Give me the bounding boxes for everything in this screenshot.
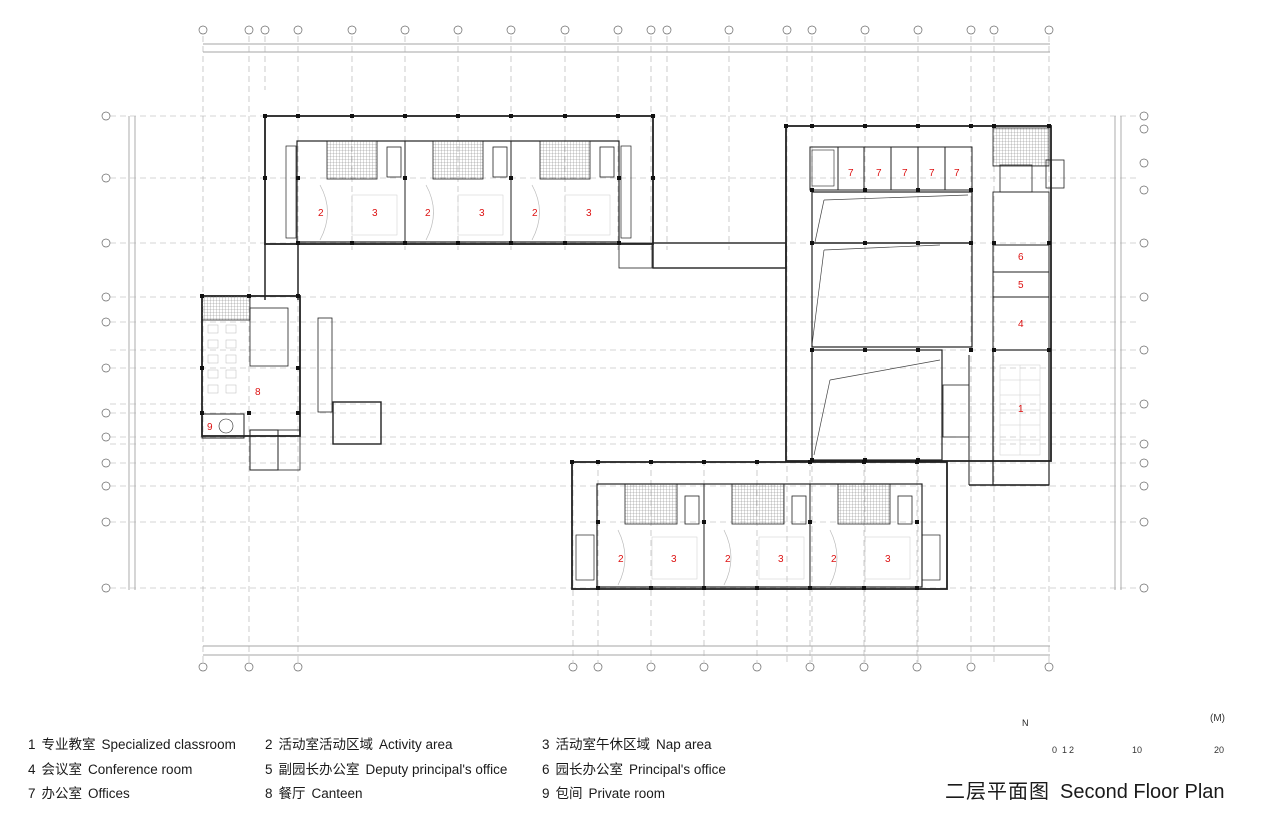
room-label-9: 9 [207, 422, 213, 433]
room-label-3: 3 [778, 554, 784, 565]
canteen-tables [207, 324, 237, 394]
room-label-4: 4 [1018, 319, 1024, 330]
room-label-3: 3 [885, 554, 891, 565]
room-label-7: 7 [929, 168, 935, 179]
scale-tick-2: 2 [1069, 745, 1075, 755]
right-dimension-lines [1114, 116, 1122, 590]
bottom-dimension-lines [203, 645, 1050, 656]
room-label-5: 5 [1018, 280, 1024, 291]
south-classroom-wing [571, 461, 948, 590]
north-label: N [1022, 718, 1029, 728]
south-wing-furniture [651, 536, 911, 580]
horizontal-grid-axes [110, 115, 1140, 589]
room-label-2: 2 [425, 208, 431, 219]
grid-bubbles-left [101, 111, 111, 593]
title-english: Second Floor Plan [1060, 781, 1225, 803]
left-dimension-lines [128, 116, 136, 590]
room-label-7: 7 [876, 168, 882, 179]
room-label-3: 3 [671, 554, 677, 565]
room-label-7: 7 [902, 168, 908, 179]
scale-tick-20: 20 [1214, 745, 1225, 755]
east-block [785, 125, 1065, 486]
scale-tick-10: 10 [1132, 745, 1143, 755]
grid-bubbles-bottom [198, 662, 1054, 672]
north-wing-furniture [351, 194, 611, 236]
title-chinese: 二层平面图 [945, 781, 1050, 803]
structural-columns [200, 114, 1051, 590]
grid-bubbles-top [198, 25, 1054, 35]
room-label-7: 7 [848, 168, 854, 179]
east-block-void-lines [811, 194, 969, 456]
room-labels: 1 2 2 2 3 3 3 2 2 2 3 3 3 4 5 6 7 7 7 7 … [207, 168, 1024, 565]
room-label-2: 2 [725, 554, 731, 565]
drawing-title: 二层平面图 Second Floor Plan [945, 775, 1225, 804]
room-label-6: 6 [1018, 252, 1024, 263]
room-label-2: 2 [532, 208, 538, 219]
room-label-2: 2 [831, 554, 837, 565]
room-label-7: 7 [954, 168, 960, 179]
scale-tick-1: 1 [1062, 745, 1068, 755]
room-label-3: 3 [372, 208, 378, 219]
room-label-2: 2 [618, 554, 624, 565]
room-label-3: 3 [586, 208, 592, 219]
grid-bubbles-right [1139, 111, 1149, 593]
room-label-1: 1 [1018, 404, 1024, 415]
scale-unit: (M) [1210, 713, 1225, 724]
top-dimension-lines [203, 43, 1050, 53]
room-label-3: 3 [479, 208, 485, 219]
room-label-2: 2 [318, 208, 324, 219]
floor-plan-drawing: 1 2 2 2 3 3 3 2 2 2 3 3 3 4 5 6 7 7 7 7 … [101, 25, 1149, 672]
connector-corridor [652, 242, 787, 269]
scale-tick-0: 0 [1052, 745, 1058, 755]
conference-seating [999, 364, 1041, 456]
room-label-8: 8 [255, 387, 261, 398]
